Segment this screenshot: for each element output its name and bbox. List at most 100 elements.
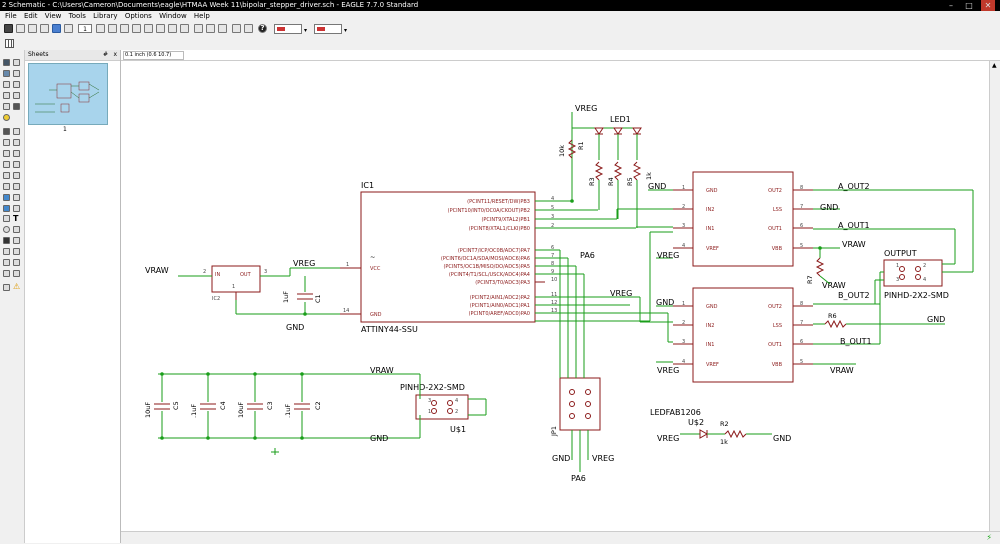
show-icon[interactable] [13, 59, 20, 66]
undo-icon[interactable] [96, 24, 105, 33]
dropdown-arrow-icon[interactable]: ▾ [304, 27, 308, 34]
sheet-select[interactable]: 1 [78, 24, 92, 33]
go-status-icon[interactable]: ⚡ [986, 533, 992, 542]
group-icon[interactable] [3, 103, 10, 110]
split-icon[interactable] [3, 183, 10, 190]
wire-icon[interactable] [3, 215, 10, 222]
net-label-vraw-1: VRAW [145, 266, 169, 275]
open-icon[interactable] [4, 24, 13, 33]
isp-header-part[interactable]: JP1 [550, 377, 601, 437]
replace-icon[interactable] [3, 150, 10, 157]
output-header-part[interactable]: OUTPUT PINHD-2X2-SMD 1 2 3 4 [883, 249, 949, 300]
zoom-fit-icon[interactable] [108, 24, 117, 33]
pinswap-icon[interactable] [3, 139, 10, 146]
warning-icon[interactable]: ⚠ [13, 282, 21, 291]
net-label-gnd-5: GND [927, 315, 945, 324]
optimize-icon[interactable] [13, 183, 20, 190]
ic1-part[interactable]: IC1 ATTINY44-SSU VCC GND 1 14 ~ (PCINT11… [340, 181, 557, 334]
schematic-drawing[interactable]: .w{stroke:#1a9e1a;stroke-width:1;fill:no… [121, 61, 989, 531]
delete-icon[interactable] [3, 128, 10, 135]
vertical-scrollbar[interactable]: ▲ [989, 61, 1000, 531]
menu-window[interactable]: Window [159, 12, 187, 20]
zoom-area-icon[interactable] [180, 24, 189, 33]
dropdown-arrow-icon-2[interactable]: ▾ [344, 27, 348, 34]
ulp-icon[interactable] [64, 24, 73, 33]
grid-icon[interactable] [5, 39, 14, 48]
zoom-redraw-icon[interactable] [144, 24, 153, 33]
net-icon[interactable] [13, 194, 20, 201]
minimize-button[interactable]: – [949, 1, 953, 10]
help-icon[interactable]: ? [258, 24, 267, 33]
smash-icon[interactable] [3, 172, 10, 179]
rotate-icon[interactable] [13, 92, 20, 99]
print-icon[interactable] [28, 24, 37, 33]
menu-library[interactable]: Library [93, 12, 118, 20]
move-icon[interactable] [3, 81, 10, 88]
stop-icon[interactable] [232, 24, 241, 33]
close-button[interactable]: ✕ [981, 0, 995, 11]
add-icon[interactable] [13, 128, 20, 135]
save-icon[interactable] [16, 24, 25, 33]
dimension-icon[interactable] [13, 248, 20, 255]
sheet-thumbnail[interactable] [28, 63, 108, 125]
schematic-canvas[interactable]: .w{stroke:#1a9e1a;stroke-width:1;fill:no… [121, 61, 989, 531]
erc-check-icon[interactable] [3, 284, 10, 291]
invoke-icon[interactable] [13, 150, 20, 157]
maximize-button[interactable]: □ [965, 1, 973, 10]
go-icon[interactable] [244, 24, 253, 33]
cam-icon[interactable] [40, 24, 49, 33]
board-icon[interactable] [52, 24, 61, 33]
scroll-up-icon[interactable]: ▲ [992, 62, 997, 69]
regulator-part[interactable]: IN OUT 2 3 1 IC2 [203, 265, 267, 302]
ic1-pin-label: (PCINT9/XTAL2)PB1 [481, 217, 530, 223]
layer-select[interactable] [274, 24, 302, 34]
display-icon[interactable] [3, 70, 10, 77]
command-input[interactable] [185, 51, 995, 58]
polygon-icon[interactable] [13, 237, 20, 244]
arc-icon[interactable] [13, 226, 20, 233]
label-icon[interactable] [13, 205, 20, 212]
name-icon[interactable] [3, 161, 10, 168]
zoom-select-icon[interactable] [156, 24, 165, 33]
value-icon[interactable] [13, 161, 20, 168]
menu-edit[interactable]: Edit [23, 12, 38, 20]
menu-options[interactable]: Options [124, 12, 152, 20]
zoom-out-icon[interactable] [132, 24, 141, 33]
zoom-last-icon[interactable] [168, 24, 177, 33]
menu-tools[interactable]: Tools [68, 12, 86, 20]
net-label-vreg-5: VREG [610, 289, 632, 298]
junction-icon[interactable] [3, 205, 10, 212]
redo-arrow-icon[interactable] [218, 24, 227, 33]
frame-icon[interactable] [3, 259, 10, 266]
erc-icon[interactable] [13, 259, 20, 266]
gateswap-icon[interactable] [13, 139, 20, 146]
errors-icon[interactable] [3, 270, 10, 277]
u1-pin-1: 1 [428, 409, 431, 415]
undo-arrow-icon[interactable] [206, 24, 215, 33]
text-icon[interactable]: T [13, 214, 19, 223]
zoom-in-icon[interactable] [120, 24, 129, 33]
mark-icon[interactable] [13, 70, 20, 77]
change-icon[interactable] [13, 103, 20, 110]
pin-icon[interactable]: # [102, 51, 108, 58]
circle-icon[interactable] [3, 226, 10, 233]
miter-icon[interactable] [13, 172, 20, 179]
style-select[interactable] [314, 24, 342, 34]
u1-pin-3: 3 [428, 398, 431, 404]
attribute-icon[interactable] [3, 248, 10, 255]
sheets-close-icon[interactable]: x [113, 51, 117, 58]
info-icon[interactable] [3, 59, 10, 66]
menu-file[interactable]: File [5, 12, 17, 20]
paste-icon[interactable] [3, 114, 10, 121]
bus-icon[interactable] [3, 194, 10, 201]
power-header-part[interactable]: PINHD-2X2-SMD U$1 3 4 1 2 [400, 383, 469, 434]
redo-icon[interactable] [194, 24, 203, 33]
modify-icon[interactable] [13, 270, 20, 277]
rect-icon[interactable] [3, 237, 10, 244]
menu-view[interactable]: View [44, 12, 62, 20]
menu-help[interactable]: Help [193, 12, 210, 20]
copy-icon[interactable] [13, 81, 20, 88]
mirror-icon[interactable] [3, 92, 10, 99]
